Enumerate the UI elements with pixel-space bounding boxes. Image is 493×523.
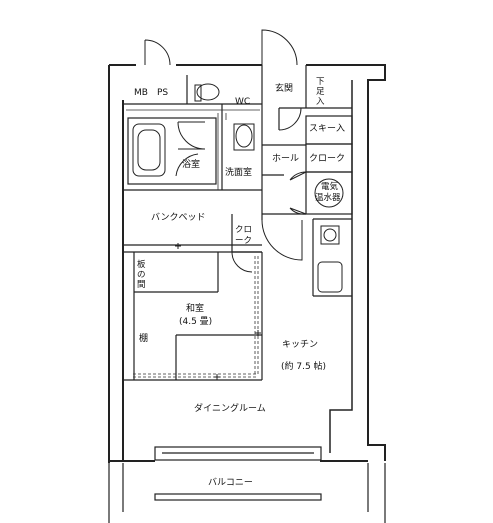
fixtures [132, 83, 344, 293]
toilet-icon [196, 83, 220, 101]
label-bunk-bed: バンクベッド [151, 212, 205, 223]
label-cloak-small-1: クロ [235, 225, 252, 235]
water-heater-icon [314, 178, 344, 208]
balcony [108, 446, 386, 523]
kitchen-sink-icon [317, 261, 343, 293]
interior-walls [123, 65, 353, 381]
bathtub-icon [132, 123, 166, 177]
sink-icon [235, 124, 253, 148]
label-washitsu: 和室 [186, 302, 204, 314]
dashed-lines [126, 109, 260, 378]
label-getabako-3: 入 [316, 97, 325, 107]
label-balcony: バルコニー [208, 477, 253, 488]
label-itanoma-3: 間 [137, 280, 146, 290]
label-mb-ps: MB PS [134, 88, 168, 98]
stove-icon [320, 225, 340, 245]
markers [175, 243, 261, 380]
label-water-heater-1: 電気 [321, 181, 339, 192]
label-washitsu-size: (4.5 畳) [179, 316, 212, 327]
label-ldk-size: (約 7.5 帖) [281, 360, 326, 372]
outer-walls [108, 64, 386, 463]
label-dining: ダイニングルーム [194, 402, 266, 414]
label-washroom: 洗面室 [225, 166, 252, 178]
label-kitchen: キッチン [282, 339, 318, 350]
label-bath: 浴室 [182, 158, 200, 170]
label-getabako-2: 足 [316, 87, 325, 97]
room-labels: MB PS WC 玄関 下 足 入 スキー入 ホール クローク 電気 温水器 浴… [134, 77, 345, 488]
label-water-heater-2: 温水器 [315, 192, 341, 203]
doors [144, 29, 307, 273]
label-cloak-east: クローク [309, 153, 345, 164]
label-itanoma-2: の [137, 270, 146, 280]
label-genkan: 玄関 [275, 82, 293, 94]
label-wc: WC [235, 97, 250, 107]
label-getabako-1: 下 [316, 77, 325, 87]
label-tana: 棚 [139, 332, 148, 344]
label-ski: スキー入 [309, 123, 345, 134]
label-hall: ホール [272, 153, 299, 164]
label-cloak-small-2: ーク [235, 236, 252, 246]
label-itanoma-1: 板 [137, 259, 146, 270]
